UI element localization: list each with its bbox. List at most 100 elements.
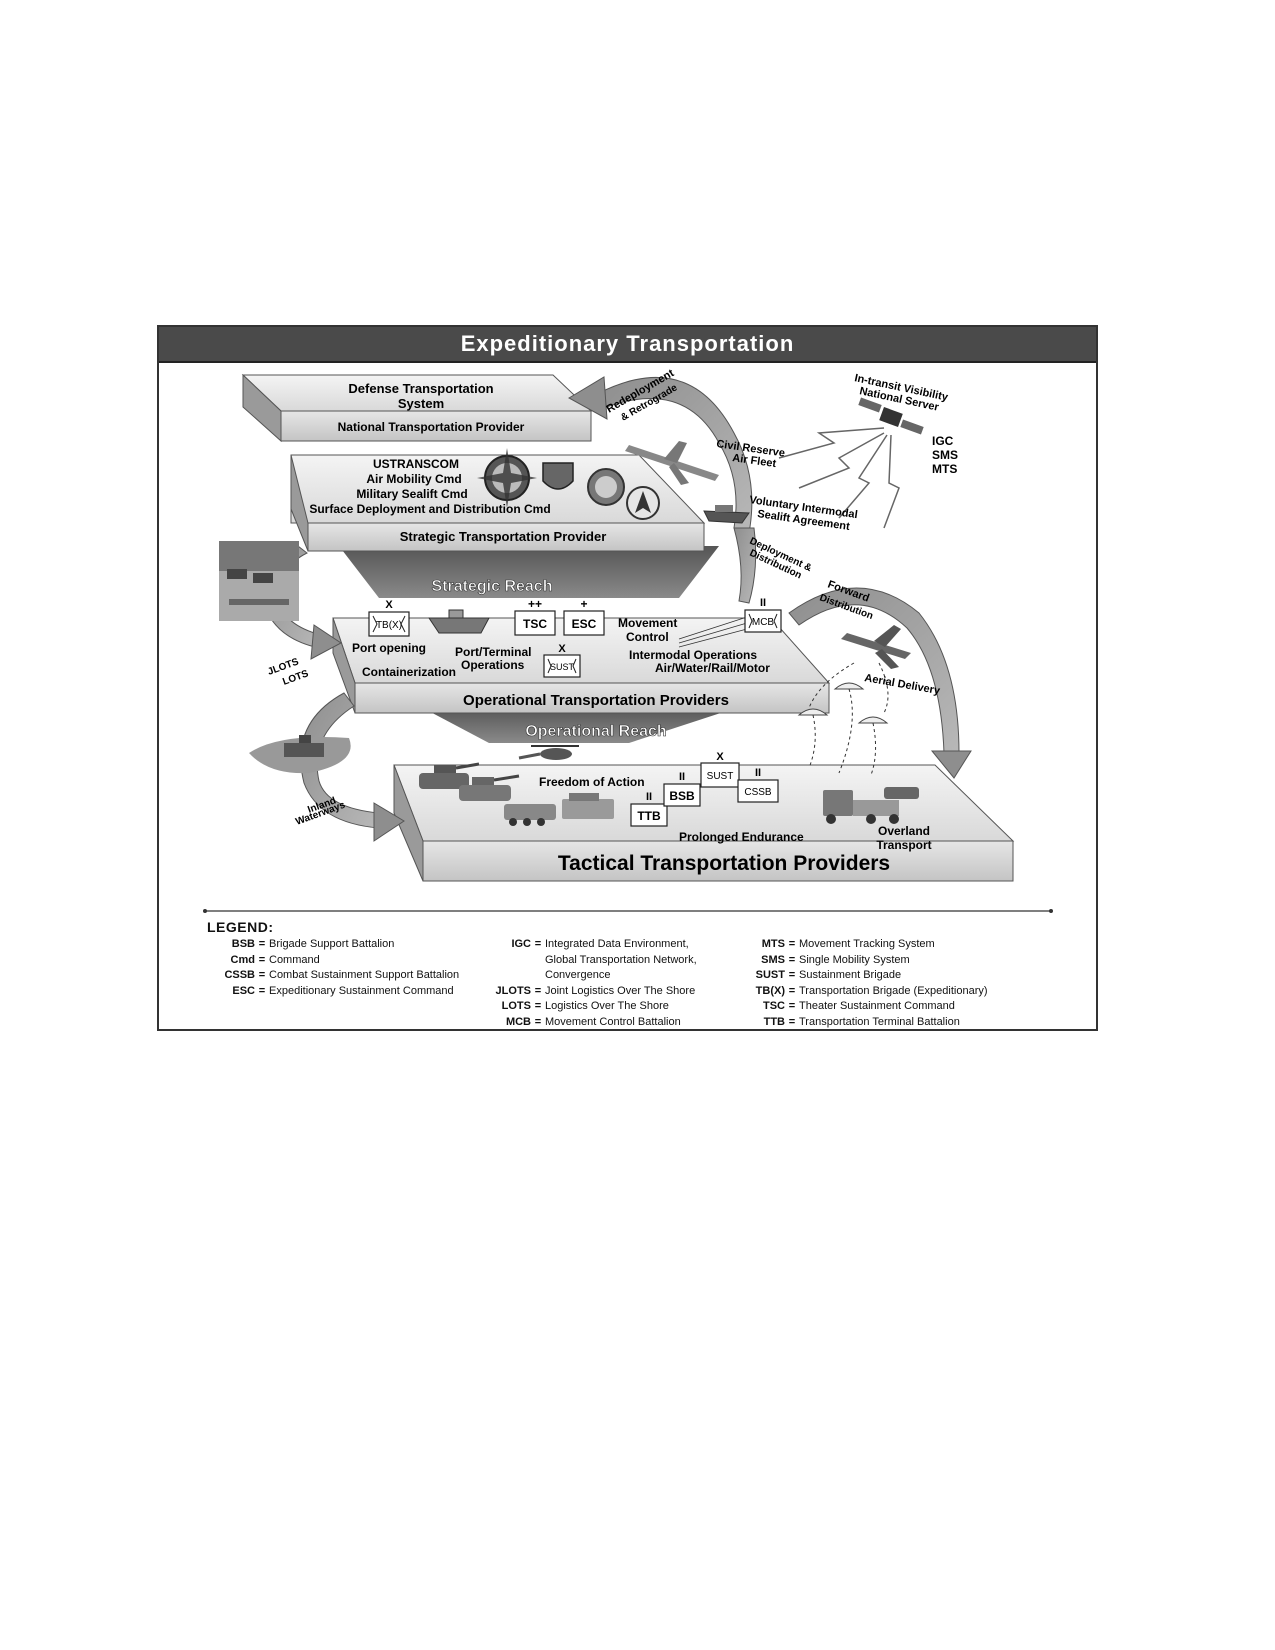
diagram-frame: Expeditionary Transportation Defens bbox=[157, 325, 1098, 1031]
strategic-line-4: Surface Deployment and Distribution Cmd bbox=[309, 502, 550, 516]
diagram-canvas: Defense Transportation System National T… bbox=[203, 367, 1053, 913]
esc-unit-symbol bbox=[563, 610, 605, 636]
deployment-arrow bbox=[733, 527, 757, 604]
sust-op-echelon: X bbox=[558, 643, 566, 655]
operational-reach-label: Operational Reach bbox=[525, 723, 666, 740]
ttb-unit-label: TTB bbox=[637, 809, 661, 823]
mcb-unit-symbol bbox=[744, 609, 782, 633]
tbx-unit-symbol bbox=[368, 611, 410, 637]
containerization-label: Containerization bbox=[362, 665, 456, 679]
national-tier: Defense Transportation System National T… bbox=[241, 373, 593, 443]
esc-echelon: + bbox=[580, 597, 587, 611]
satellite-image bbox=[858, 397, 924, 435]
tanks-image bbox=[419, 762, 520, 801]
sust-op-unit-symbol bbox=[543, 654, 581, 678]
bsb-unit-label: BSB bbox=[669, 789, 695, 803]
legend-row: BSB=Brigade Support Battalion bbox=[231, 938, 395, 950]
esc-unit-label: ESC bbox=[572, 617, 597, 631]
movement-label-1: Movement bbox=[618, 616, 677, 630]
legend-row: Global Transportation Network, bbox=[545, 953, 697, 966]
tsc-unit-label: TSC bbox=[523, 617, 547, 631]
itv-system-mts: MTS bbox=[932, 462, 957, 476]
bsb-echelon: II bbox=[679, 771, 685, 783]
beach-landing-image bbox=[219, 541, 299, 621]
legend-row: TTB=Transportation Terminal Battalion bbox=[763, 1015, 960, 1028]
legend-col-3: MTS=Movement Tracking System SMS=Single … bbox=[745, 937, 988, 1031]
strategic-line-3: Military Sealift Cmd bbox=[356, 487, 467, 501]
legend-row: CSSB=Combat Sustainment Support Battalio… bbox=[224, 969, 460, 982]
sust-op-unit-label: SUST bbox=[550, 662, 575, 672]
legend-row: Cmd=Command bbox=[230, 953, 320, 966]
legend-row: JLOTS=Joint Logistics Over The Shore bbox=[495, 984, 696, 997]
legend-row: LOTS=Logistics Over The Shore bbox=[501, 1000, 669, 1013]
freedom-of-action-label: Freedom of Action bbox=[539, 775, 645, 789]
tactical-tier: Tactical Transportation Providers bbox=[393, 745, 1015, 882]
mcb-echelon: II bbox=[760, 597, 766, 609]
overland-label-1: Overland bbox=[878, 824, 930, 838]
sust-tac-unit-label: SUST bbox=[707, 771, 734, 782]
strategic-line-1: USTRANSCOM bbox=[373, 457, 459, 471]
intermodal-label-2: Air/Water/Rail/Motor bbox=[655, 661, 770, 675]
operational-reach-funnel bbox=[421, 707, 739, 743]
legend-row: SMS=Single Mobility System bbox=[761, 953, 910, 966]
tbx-echelon: X bbox=[385, 599, 393, 611]
operational-provider-label: Operational Transportation Providers bbox=[463, 692, 729, 709]
air-mobility-shield bbox=[542, 462, 574, 490]
strategic-reach-label: Strategic Reach bbox=[432, 578, 553, 595]
signal-bolts bbox=[778, 427, 900, 529]
legend-row: MTS=Movement Tracking System bbox=[761, 938, 935, 950]
legend-row: TSC=Theater Sustainment Command bbox=[763, 1000, 955, 1013]
port-opening-label: Port opening bbox=[352, 641, 426, 655]
cargo-aircraft-image bbox=[841, 625, 911, 669]
intermodal-label-1: Intermodal Operations bbox=[629, 648, 757, 662]
strategic-reach-funnel bbox=[339, 546, 719, 598]
legend-row: ESC=Expeditionary Sustainment Command bbox=[232, 984, 454, 997]
armored-vehicles-image bbox=[504, 793, 614, 826]
legend-row: IGC=Integrated Data Environment, bbox=[511, 938, 689, 950]
legend-col-2: IGC=Integrated Data Environment, Global … bbox=[491, 937, 697, 1031]
civil-reserve-aircraft-image bbox=[625, 441, 719, 485]
aerial-delivery-label: Aerial Delivery bbox=[863, 672, 941, 697]
ttb-unit-symbol bbox=[630, 803, 668, 827]
diagram-title: Expeditionary Transportation bbox=[159, 327, 1096, 363]
sust-tac-echelon: X bbox=[716, 751, 724, 763]
tbx-unit-label: TB(X) bbox=[376, 620, 402, 631]
strategic-tier: USTRANSCOM Air Mobility Cmd Military Sea… bbox=[290, 448, 706, 552]
cssb-unit-symbol bbox=[737, 779, 779, 803]
parachutes-image bbox=[797, 662, 889, 776]
helicopter-image bbox=[518, 745, 579, 760]
strategic-provider-label: Strategic Transportation Provider bbox=[400, 529, 607, 544]
tsc-unit-symbol bbox=[514, 610, 556, 636]
cssb-echelon: II bbox=[755, 767, 761, 779]
national-heading-line1: Defense Transportation bbox=[348, 381, 493, 396]
cssb-unit-label: CSSB bbox=[744, 787, 772, 798]
mcb-unit-label: MCB bbox=[752, 617, 775, 628]
port-terminal-label-1: Port/Terminal bbox=[455, 645, 531, 659]
operational-tier: Operational Transportation Providers X T… bbox=[332, 597, 831, 714]
legend-heading: LEGEND: bbox=[207, 919, 274, 935]
legend-col-1: BSB=Brigade Support Battalion Cmd=Comman… bbox=[217, 937, 459, 999]
movement-label-2: Control bbox=[626, 630, 669, 644]
truck-image bbox=[823, 787, 919, 824]
river-barge-image bbox=[249, 735, 351, 774]
legend-row: Convergence bbox=[545, 969, 611, 982]
legend-row: TB(X)=Transportation Brigade (Expedition… bbox=[755, 984, 988, 997]
national-provider-label: National Transportation Provider bbox=[338, 420, 525, 434]
tactical-provider-label: Tactical Transportation Providers bbox=[558, 852, 890, 875]
sust-tac-unit-symbol bbox=[700, 762, 740, 788]
ttb-echelon: II bbox=[646, 791, 652, 803]
tsc-echelon: ++ bbox=[528, 597, 542, 611]
bsb-unit-symbol bbox=[663, 783, 701, 807]
sealift-ship-image bbox=[703, 505, 750, 524]
overland-label-2: Transport bbox=[876, 838, 931, 852]
national-heading-line2: System bbox=[398, 396, 444, 411]
legend-row: SUST=Sustainment Brigade bbox=[755, 969, 902, 982]
strategic-line-2: Air Mobility Cmd bbox=[366, 472, 461, 486]
cargo-ship-image bbox=[428, 617, 490, 634]
itv-system-igc: IGC bbox=[932, 434, 954, 448]
legend-row: MCB=Movement Control Battalion bbox=[505, 1015, 681, 1028]
port-terminal-label-2: Operations bbox=[461, 658, 525, 672]
prolonged-endurance-label: Prolonged Endurance bbox=[679, 830, 804, 844]
legend: LEGEND: BSB=Brigade Support Battalion Cm… bbox=[159, 909, 1096, 1029]
itv-system-sms: SMS bbox=[932, 448, 958, 462]
